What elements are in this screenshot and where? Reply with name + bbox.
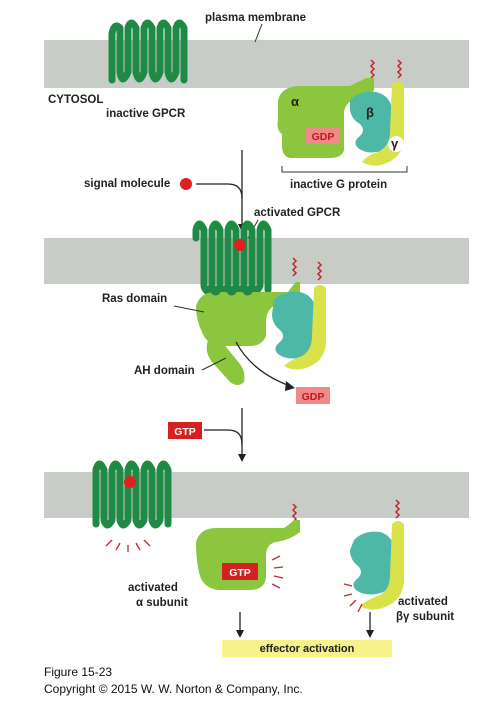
inactive-g-protein-label: inactive G protein	[290, 179, 387, 191]
inactive-g-protein: GDP α β γ	[277, 59, 404, 166]
alpha-ah-domain	[206, 338, 245, 385]
effector-arrow-right-head	[366, 630, 374, 638]
activated-gpcr-released	[92, 460, 172, 529]
alpha-ras-domain	[196, 282, 300, 346]
copyright-caption: Copyright © 2015 W. W. Norton & Company,…	[44, 682, 303, 696]
signal-molecule	[180, 178, 192, 190]
signal-molecule-panel3	[124, 476, 136, 488]
gdp-release-arrow	[235, 341, 291, 387]
gpcr-activity-rays	[105, 539, 151, 552]
gtp-tag-bound	[222, 563, 258, 580]
ah-domain-label: AH domain	[134, 365, 195, 377]
plasma-membrane-label: plasma membrane	[205, 12, 306, 24]
plasma-membrane-top	[44, 40, 469, 88]
gamma-subunit-panel2	[284, 285, 326, 370]
beta-subunit	[350, 91, 392, 153]
gdp-release-arrow-head	[285, 381, 295, 391]
g-protein-bracket	[281, 166, 408, 173]
beta-subunit-panel3	[350, 531, 394, 595]
inactive-gpcr	[108, 19, 188, 84]
ras-domain-label: Ras domain	[102, 293, 167, 305]
alpha-activity-rays	[271, 555, 284, 589]
gamma-badge	[388, 136, 404, 152]
ah-domain-leader	[201, 357, 227, 371]
beta-symbol: β	[366, 105, 374, 120]
lipid-anchor-1	[369, 59, 376, 79]
gamma-subunit-panel3	[360, 521, 404, 610]
signal-molecule-label: signal molecule	[84, 178, 170, 190]
gdp-tag-released	[296, 387, 330, 404]
step-arrow-2-head	[238, 454, 246, 462]
activated-bg-label-1: activated	[398, 596, 448, 608]
bound-signal-molecule	[234, 239, 246, 251]
ras-domain-leader	[173, 305, 205, 313]
activated-bg-label-2: βγ subunit	[396, 611, 454, 623]
lipid-anchor-6	[394, 499, 401, 519]
signal-arrow	[196, 183, 243, 199]
gdp-released-label: GDP	[302, 391, 325, 403]
cytosol-label: CYTOSOL	[48, 94, 103, 106]
alpha-symbol: α	[291, 94, 299, 109]
activated-alpha-label-1: activated	[128, 582, 178, 594]
activated-alpha-subunit: GTP	[196, 503, 300, 590]
lipid-anchor-4	[316, 261, 323, 281]
g-protein-bound-to-gpcr	[196, 257, 326, 385]
gtp-bound-label: GTP	[229, 567, 251, 579]
lipid-anchor-5	[291, 503, 298, 523]
activated-beta-gamma-subunit	[343, 499, 404, 613]
gtp-tag-input	[168, 422, 202, 439]
inactive-gpcr-label: inactive GPCR	[106, 108, 186, 120]
activated-alpha-label-2: α subunit	[136, 597, 188, 609]
effector-activation-label: effector activation	[260, 643, 355, 655]
gamma-symbol: γ	[391, 136, 399, 151]
alpha-subunit	[277, 78, 374, 158]
activated-gpcr	[192, 220, 272, 295]
beta-subunit-panel2	[272, 291, 316, 359]
plasma-membrane-bottom	[44, 472, 469, 518]
beta-gamma-activity-rays	[343, 583, 363, 613]
activated-gpcr-label: activated GPCR	[254, 207, 341, 219]
figure-caption: Figure 15-23	[44, 665, 112, 679]
plasma-membrane-leader	[254, 23, 263, 43]
effector-arrow-left-head	[236, 630, 244, 638]
gtp-arrow	[204, 429, 243, 445]
lipid-anchor-3	[291, 257, 298, 277]
gdp-bound-label: GDP	[312, 131, 335, 143]
gtp-input-label: GTP	[174, 426, 196, 438]
effector-activation-box	[222, 640, 392, 657]
activated-gpcr-loops	[208, 282, 256, 296]
gdp-tag-bound	[306, 128, 340, 144]
lipid-anchor-2	[396, 59, 403, 79]
